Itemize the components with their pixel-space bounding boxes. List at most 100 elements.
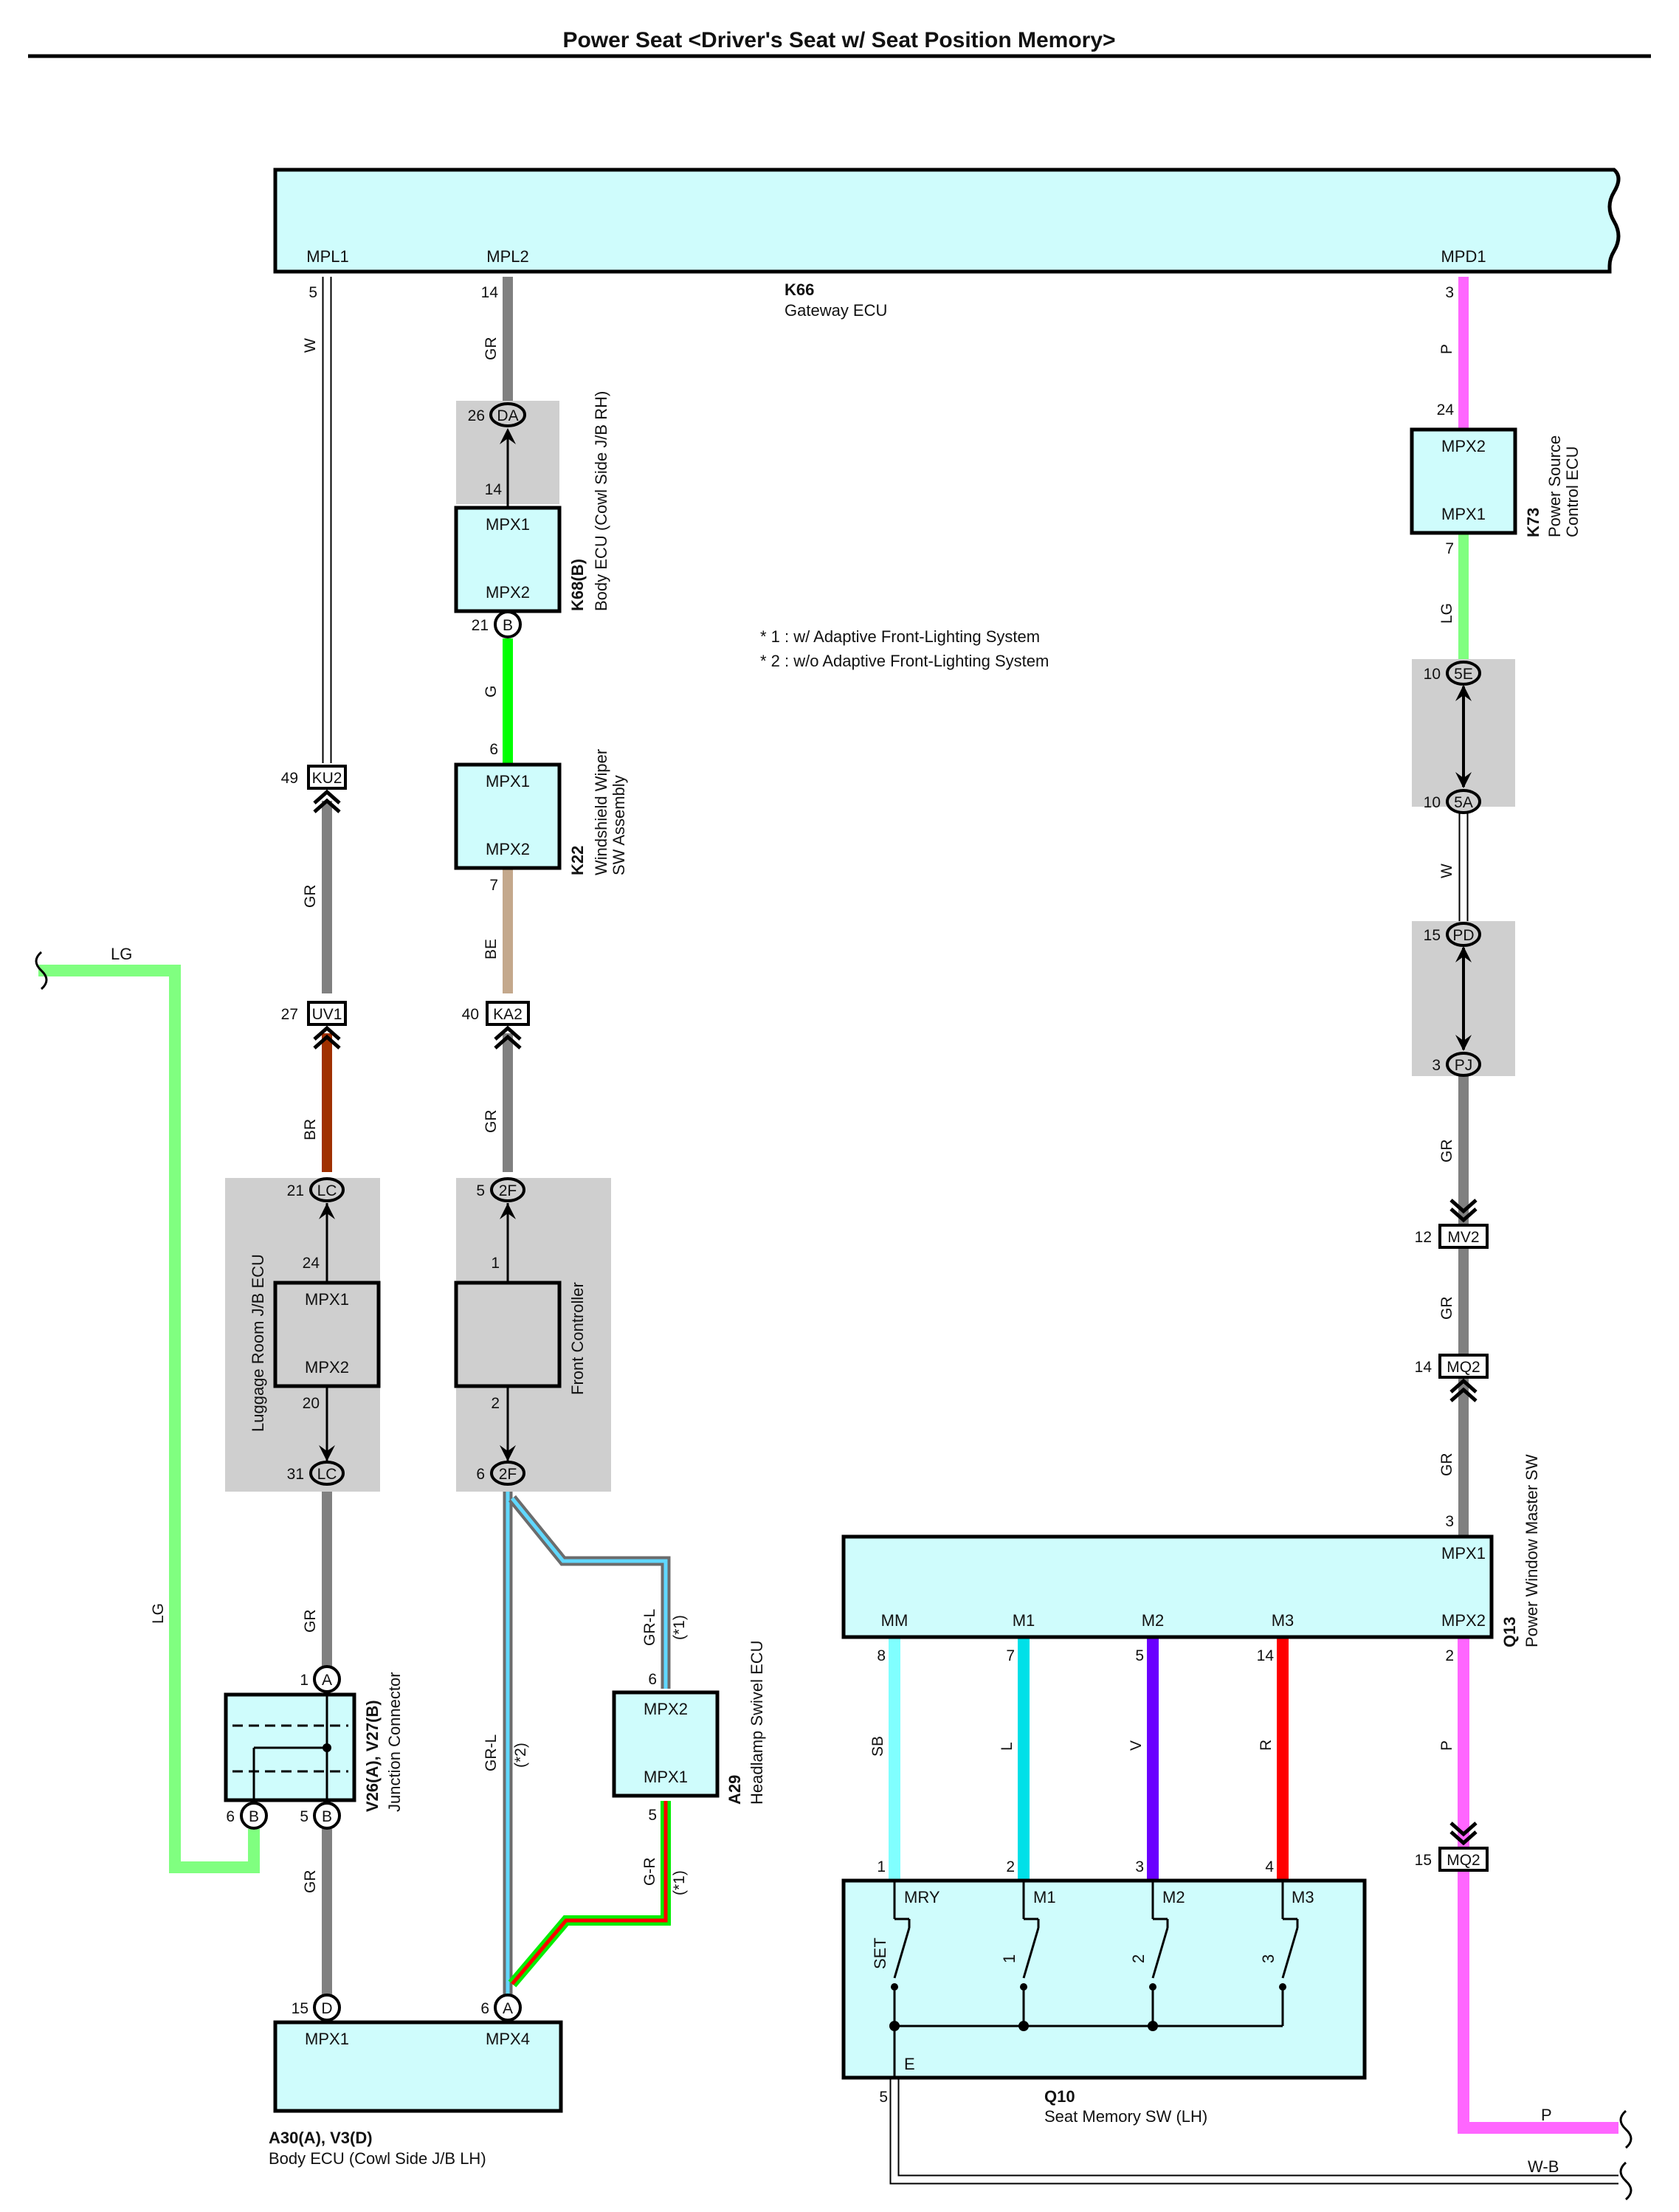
q13-m3: M3 xyxy=(1272,1611,1294,1630)
wire-wb xyxy=(889,2078,1618,2185)
q13-mpx1: MPX1 xyxy=(1441,1544,1486,1562)
k66-name: Gateway ECU xyxy=(785,301,887,320)
connector-b-v26-left: B xyxy=(240,1802,268,1830)
a29-mpx1: MPX1 xyxy=(644,1768,688,1786)
k22-code: K22 xyxy=(568,846,587,875)
pin-2f-6: 6 xyxy=(476,1466,485,1483)
switch-1: 1 xyxy=(1000,1954,1018,1963)
k68-mpx2: MPX2 xyxy=(486,583,530,602)
break-lg xyxy=(35,951,48,990)
pin-a30-6: 6 xyxy=(480,2000,489,2017)
svg-text:UV1: UV1 xyxy=(312,1006,342,1023)
pin-lr-20: 20 xyxy=(303,1395,320,1412)
svg-text:MV2: MV2 xyxy=(1447,1229,1479,1246)
break-wb xyxy=(1619,2161,1633,2201)
svg-text:5A: 5A xyxy=(1454,794,1473,811)
pin-ka2-40: 40 xyxy=(462,1006,479,1023)
q10-m1: M1 xyxy=(1033,1888,1056,1906)
connector-a-v26: A xyxy=(313,1665,341,1693)
pin-2f-5: 5 xyxy=(476,1182,485,1199)
k68-name: Body ECU (Cowl Side J/B RH) xyxy=(592,391,610,611)
v26-junction-connector xyxy=(224,1692,356,1816)
k66-terminal-mpl1: MPL1 xyxy=(306,247,348,266)
a29-name: Headlamp Swivel ECU xyxy=(748,1640,766,1805)
tag-n2: (*2) xyxy=(512,1743,529,1768)
switch-2: 2 xyxy=(1129,1954,1148,1963)
lr-mpx2: MPX2 xyxy=(305,1358,349,1377)
label-grl-branch: GR-L xyxy=(641,1609,658,1646)
q10-m3: M3 xyxy=(1292,1888,1314,1906)
svg-text:2F: 2F xyxy=(499,1466,517,1483)
label-w-mpl1: W xyxy=(302,338,319,353)
wire-gr-red xyxy=(508,1801,671,1988)
label-gr-pj: GR xyxy=(1438,1140,1455,1163)
pin-lc-31: 31 xyxy=(287,1466,304,1483)
pin-mpd1: 3 xyxy=(1445,284,1454,301)
note-1: * 1 : w/ Adaptive Front-Lighting System xyxy=(760,627,1040,646)
pin-a30-15: 15 xyxy=(292,2000,308,2017)
svg-text:A: A xyxy=(322,1672,332,1689)
pin-k22-6: 6 xyxy=(489,741,498,758)
q10-e: E xyxy=(904,2055,915,2073)
connector-mq2-lower: MQ2 xyxy=(1438,1822,1489,1872)
label-lg-k73: LG xyxy=(1438,603,1455,624)
pin-pd-15: 15 xyxy=(1424,927,1441,944)
pin-q10-2: 2 xyxy=(1006,1858,1015,1875)
label-r: R xyxy=(1258,1740,1275,1751)
k73-mpx1: MPX1 xyxy=(1441,505,1486,523)
connector-pd: PD xyxy=(1446,922,1481,947)
svg-text:PJ: PJ xyxy=(1455,1057,1473,1074)
k66-terminal-mpd1: MPD1 xyxy=(1441,247,1486,266)
wire-p-bottom xyxy=(1458,1637,1618,2134)
svg-text:DA: DA xyxy=(497,407,518,424)
pin-a29-6: 6 xyxy=(648,1671,657,1688)
pin-lc-21: 21 xyxy=(287,1182,304,1199)
connector-lc-top: LC xyxy=(309,1177,345,1202)
svg-text:B: B xyxy=(503,617,513,634)
pin-mq2-15: 15 xyxy=(1415,1852,1432,1869)
label-gr-ka2: GR xyxy=(483,1110,500,1134)
pin-q10-1: 1 xyxy=(877,1858,886,1875)
k66-gateway-ecu: MPL1 MPL2 MPD1 xyxy=(273,168,1621,274)
pin-v26-1: 1 xyxy=(300,1672,308,1689)
pin-q13-2: 2 xyxy=(1445,1647,1454,1664)
pin-q13-5: 5 xyxy=(1135,1647,1144,1664)
connector-mv2: MV2 xyxy=(1438,1199,1489,1249)
switch-set: SET xyxy=(871,1937,889,1969)
k68-code: K68(B) xyxy=(568,559,587,611)
diagram-title: Power Seat <Driver's Seat w/ Seat Positi… xyxy=(562,28,1115,52)
k73-mpx2: MPX2 xyxy=(1441,437,1486,455)
q10-name: Seat Memory SW (LH) xyxy=(1044,2107,1207,2126)
k73-power-source-ecu: MPX2 MPX1 xyxy=(1410,427,1517,535)
q10-mry: MRY xyxy=(904,1888,940,1906)
q13-m2: M2 xyxy=(1142,1611,1165,1630)
svg-text:KU2: KU2 xyxy=(312,770,342,787)
wire-lg-left xyxy=(38,965,260,1873)
label-g-r: G-R xyxy=(641,1858,658,1887)
pin-q13-3: 3 xyxy=(1445,1513,1454,1530)
tag-n1-b: (*1) xyxy=(671,1870,688,1895)
break-p xyxy=(1619,2109,1633,2149)
connector-5e: 5E xyxy=(1446,661,1481,686)
label-lg-top: LG xyxy=(111,945,132,963)
svg-text:LC: LC xyxy=(317,1466,337,1483)
svg-text:MQ2: MQ2 xyxy=(1447,1852,1480,1869)
label-p-q13: P xyxy=(1438,1740,1455,1751)
connector-b-k68: B xyxy=(494,610,522,638)
k68-body-ecu-rh: MPX1 MPX2 xyxy=(454,506,562,613)
pin-v27-6: 6 xyxy=(226,1808,235,1825)
switch-3: 3 xyxy=(1259,1954,1278,1963)
q10-seat-memory-sw: MRY M1 M2 M3 E xyxy=(841,1878,1367,2080)
k66-terminal-mpl2: MPL2 xyxy=(486,247,528,266)
k73-name2: Control ECU xyxy=(1563,447,1582,537)
q13-mpx2: MPX2 xyxy=(1441,1611,1486,1630)
label-be: BE xyxy=(483,939,500,959)
q13-name: Power Window Master SW xyxy=(1523,1454,1541,1647)
label-sb: SB xyxy=(869,1736,886,1757)
label-gr-lc: GR xyxy=(302,1610,319,1633)
v26-name: Junction Connector xyxy=(385,1672,404,1812)
pin-5a-10: 10 xyxy=(1424,794,1441,811)
pin-fc-1: 1 xyxy=(491,1255,500,1272)
connector-pj: PJ xyxy=(1446,1052,1481,1077)
